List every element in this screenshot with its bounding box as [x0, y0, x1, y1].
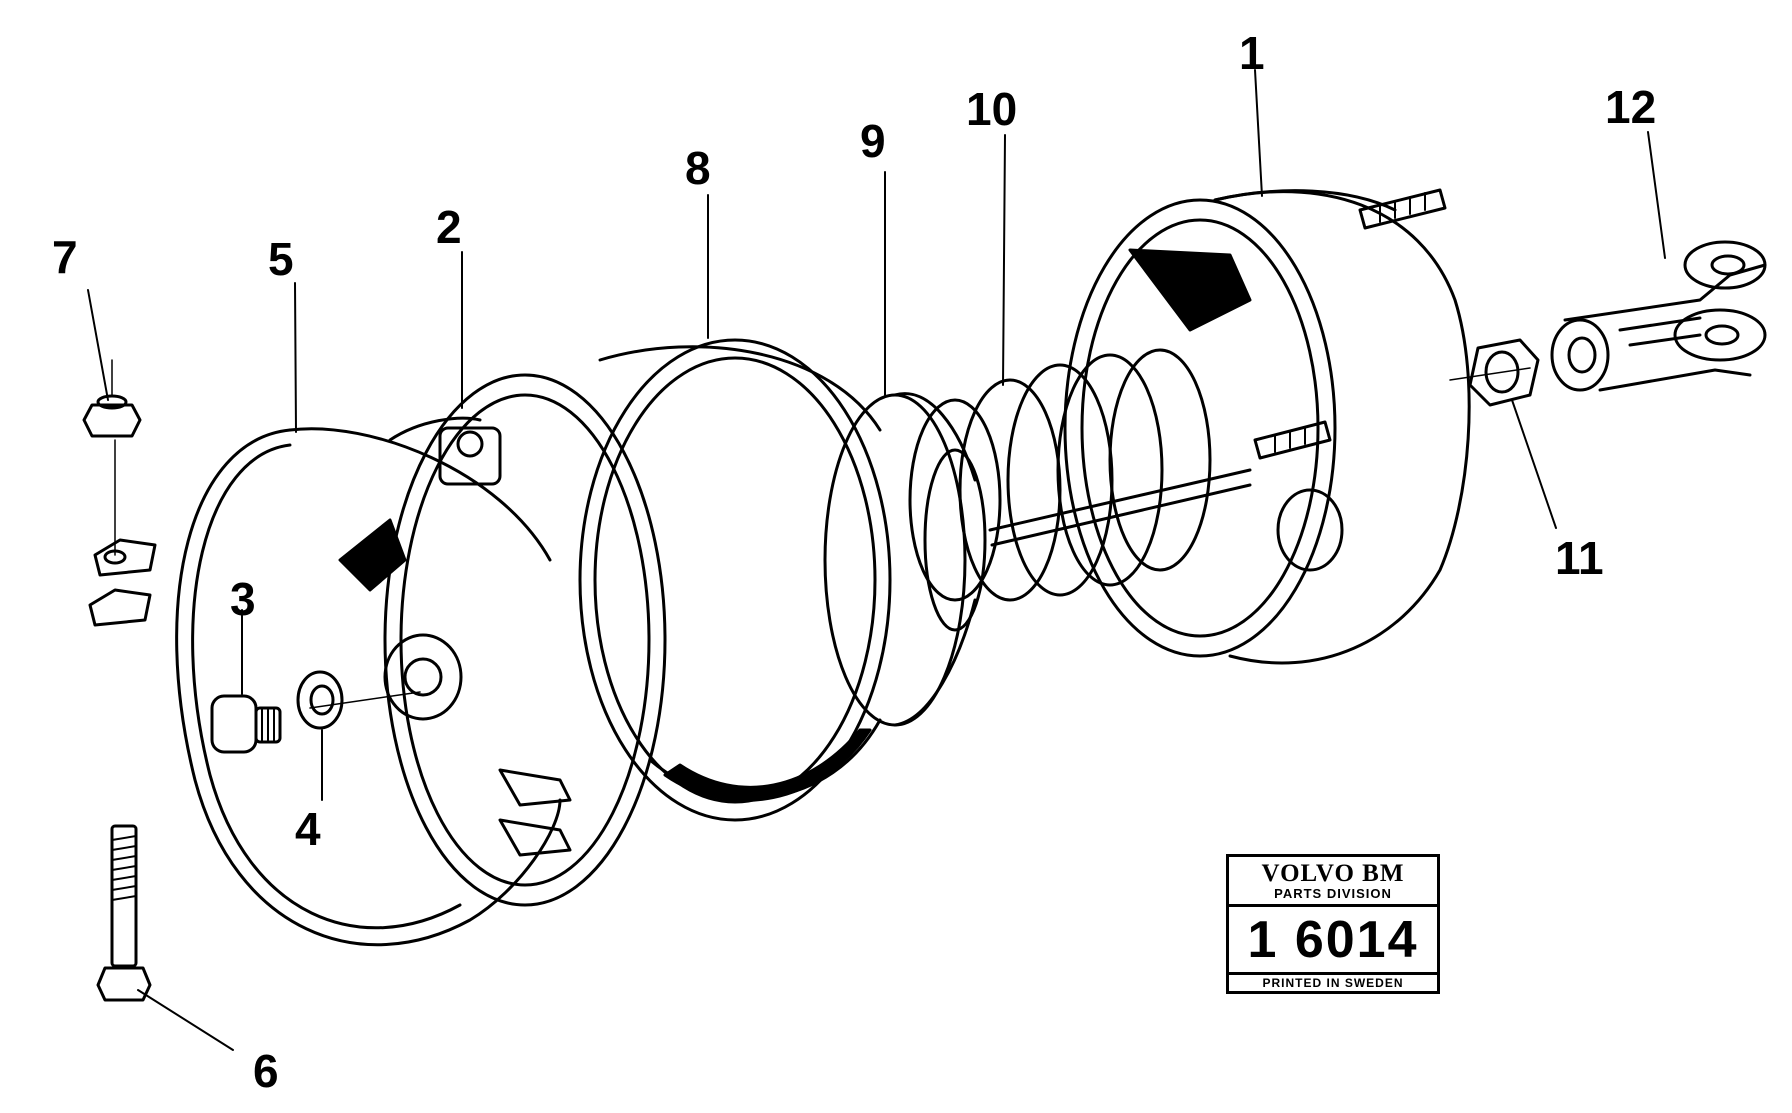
leader-lines — [87, 69, 1666, 1051]
part-8-diaphragm — [578, 338, 892, 822]
part-2-housing — [338, 373, 667, 907]
callout-10: 10 — [966, 83, 1018, 135]
stamp-number: 1 6014 — [1229, 907, 1437, 975]
part-11-nut — [1468, 338, 1540, 407]
callout-12: 12 — [1605, 81, 1657, 133]
part-1-housing — [1063, 188, 1471, 665]
volvo-parts-stamp: VOLVO BM PARTS DIVISION 1 6014 PRINTED I… — [1226, 854, 1440, 994]
part-5-clamp — [88, 427, 572, 947]
part-10-spring — [908, 348, 1252, 602]
part-7-nut — [82, 359, 142, 556]
callout-6: 6 — [253, 1045, 279, 1097]
callout-11: 11 — [1555, 532, 1604, 584]
part-3-plug — [210, 694, 282, 754]
part-12-clevis — [1550, 240, 1767, 392]
callout-3: 3 — [230, 573, 256, 625]
stamp-brand: VOLVO BM — [1261, 860, 1405, 887]
stamp-division: PARTS DIVISION — [1229, 887, 1437, 907]
callout-8: 8 — [685, 142, 711, 194]
stamp-printed: PRINTED IN SWEDEN — [1262, 976, 1404, 990]
callout-2: 2 — [436, 201, 462, 253]
callout-4: 4 — [295, 803, 321, 855]
center-axis — [309, 367, 1531, 709]
part-9-piston — [823, 392, 987, 727]
callout-7: 7 — [52, 231, 78, 283]
callout-1: 1 — [1239, 27, 1265, 79]
callout-9: 9 — [860, 115, 886, 167]
callout-5: 5 — [268, 233, 294, 285]
part-4-washer — [296, 670, 344, 730]
part-6-bolt — [96, 824, 152, 1002]
